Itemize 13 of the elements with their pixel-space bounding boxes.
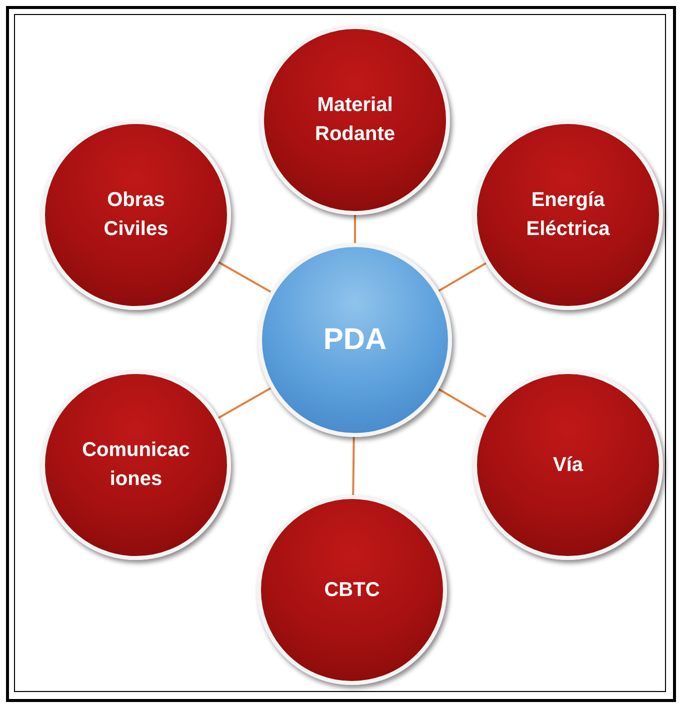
circle-label: CBTC: [323, 578, 381, 602]
circle-label: PDA: [322, 322, 388, 358]
connector-line: [438, 262, 487, 292]
connector-line: [354, 215, 356, 243]
circle-label: Material Rodante: [314, 93, 396, 147]
circle-label: Vía: [552, 452, 584, 478]
connector-line: [438, 388, 487, 418]
connector-line: [218, 387, 272, 419]
circle-label: Energía Eléctrica: [525, 188, 611, 242]
circle-label: Obras Civiles: [102, 188, 170, 242]
connector-line: [218, 261, 272, 293]
connector-line: [352, 436, 355, 496]
circle-label: Comunicaciones: [81, 438, 191, 492]
